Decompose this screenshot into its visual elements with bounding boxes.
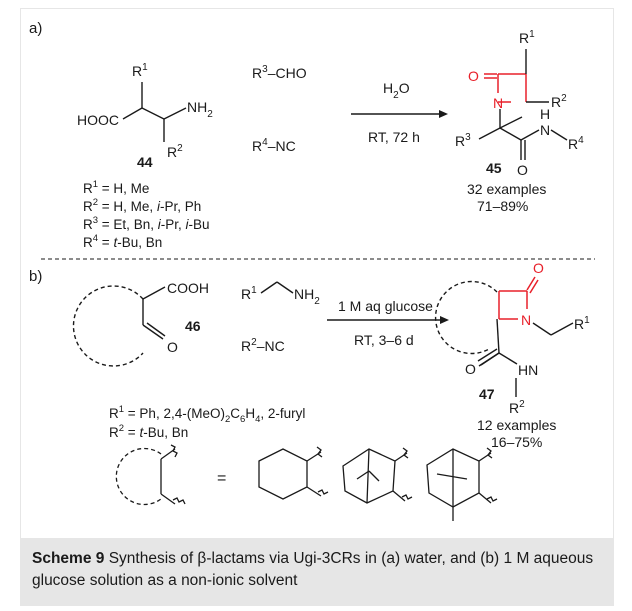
def-r3-a: R3 = Et, Bn, i-Pr, i-Bu <box>83 215 209 232</box>
amide-nh-b: HN <box>518 362 538 378</box>
amine-reagent-chain <box>260 281 294 294</box>
beta-lactam-ring-a <box>484 73 527 103</box>
amide-hydrogen-a: H <box>540 106 550 122</box>
compound-46-structure <box>72 285 166 367</box>
reaction-arrow-a <box>351 110 448 118</box>
yield-range-a: 71–89% <box>477 198 528 214</box>
caption-text: Synthesis of β-lactams via Ugi-3CRs in (… <box>32 550 594 589</box>
r3-product-a: R3 <box>455 132 471 149</box>
ketone-oxygen-b: O <box>167 339 178 355</box>
scheme-9-reactions: a) HOOC R1 NH2 R2 44 R3–CHO R4–NC H2O RT… <box>29 20 595 521</box>
r2-product-a: R2 <box>551 93 567 110</box>
lactam-oxygen-a: O <box>468 68 479 84</box>
substituent-definitions-a: R1 = H, Me R2 = H, Me, i-Pr, Ph R3 = Et,… <box>83 179 209 250</box>
amine-reagent: R1 <box>241 285 257 302</box>
beta-lactam-ring-b <box>498 276 539 320</box>
compound-44-structure <box>122 82 187 142</box>
cooh-group-a: HOOC <box>77 112 119 128</box>
caption-area: Scheme 9 Synthesis of β-lactams via Ugi-… <box>20 538 614 606</box>
generic-ring-symbol <box>115 444 186 506</box>
lactam-nitrogen-b: N <box>521 312 531 328</box>
cyclohexane-ring <box>258 446 329 500</box>
compound-47-ring <box>434 280 500 355</box>
isocyanide-reagent-a: R4–NC <box>252 137 296 154</box>
compound-45-number: 45 <box>486 160 502 176</box>
aldehyde-reagent: R3–CHO <box>252 64 307 81</box>
def-r2-a: R2 = H, Me, i-Pr, Ph <box>83 197 201 214</box>
condition-glucose: 1 M aq glucose <box>338 298 433 314</box>
amine-nh2-b: NH2 <box>294 286 320 307</box>
r1-product-a: R1 <box>519 29 535 46</box>
def-r1-b: R1 = Ph, 2,4-(MeO)2C6H4, 2-furyl <box>109 404 305 425</box>
compound-44-number: 44 <box>137 154 153 170</box>
r2-product-b: R2 <box>509 399 525 416</box>
caption-label: Scheme 9 <box>32 550 105 567</box>
isocyanide-reagent-b: R2–NC <box>241 337 285 354</box>
def-r2-b: R2 = t-Bu, Bn <box>109 423 188 440</box>
r4-product-a: R4 <box>568 135 584 152</box>
def-r4-a: R4 = t-Bu, Bn <box>83 233 162 250</box>
def-r1-a: R1 = H, Me <box>83 179 149 196</box>
scheme-panel: a) HOOC R1 NH2 R2 44 R3–CHO R4–NC H2O RT… <box>20 8 614 540</box>
nh2-group-a: NH2 <box>187 99 213 120</box>
panel-a-label: a) <box>29 20 42 37</box>
carbonyl-bond-b2 <box>480 352 500 366</box>
scheme-caption: Scheme 9 Synthesis of β-lactams via Ugi-… <box>32 548 606 592</box>
amide-nitrogen-a: N <box>540 122 550 138</box>
condition-water: H2O <box>383 80 410 101</box>
compound-45-substituents <box>478 49 568 160</box>
substituent-definitions-b: R1 = Ph, 2,4-(MeO)2C6H4, 2-furyl R2 = t-… <box>109 404 305 440</box>
bicyclic-ring-2 <box>426 447 498 521</box>
cooh-group-b: COOH <box>167 280 209 296</box>
examples-count-a: 32 examples <box>467 181 546 197</box>
r2-substituent-a: R2 <box>167 143 183 160</box>
lactam-oxygen-b: O <box>533 260 544 276</box>
yield-range-b: 16–75% <box>491 434 542 450</box>
carbonyl-bond-b <box>477 348 498 362</box>
examples-count-b: 12 examples <box>477 417 556 433</box>
condition-rt-3-6d: RT, 3–6 d <box>354 332 414 348</box>
r1-substituent-a: R1 <box>132 62 148 79</box>
compound-46-number: 46 <box>185 318 201 334</box>
condition-rt-72h: RT, 72 h <box>368 129 420 145</box>
equals-sign: = <box>217 470 226 487</box>
r1-product-b: R1 <box>574 315 590 332</box>
amide-oxygen-b: O <box>465 361 476 377</box>
reaction-arrow-b <box>327 316 449 324</box>
amide-oxygen-a: O <box>517 162 528 178</box>
compound-47-number: 47 <box>479 386 495 402</box>
lactam-nitrogen-a: N <box>493 95 503 111</box>
bicyclic-ring-1 <box>342 447 413 504</box>
panel-b-label: b) <box>29 268 42 285</box>
